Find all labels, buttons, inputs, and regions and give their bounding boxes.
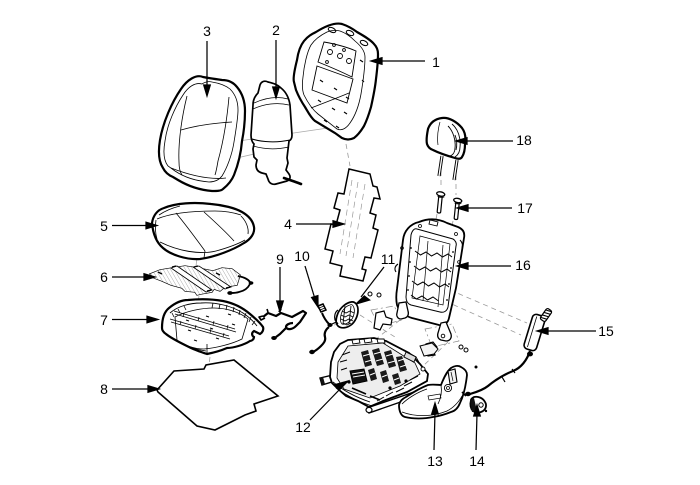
svg-text:4: 4	[284, 216, 292, 232]
svg-text:18: 18	[516, 132, 532, 148]
svg-text:12: 12	[295, 419, 311, 435]
svg-text:8: 8	[100, 381, 108, 397]
svg-text:11: 11	[381, 251, 396, 267]
svg-text:17: 17	[517, 200, 533, 216]
svg-text:2: 2	[272, 22, 280, 38]
svg-text:10: 10	[294, 248, 310, 264]
svg-text:16: 16	[515, 257, 531, 273]
svg-text:9: 9	[276, 251, 284, 267]
svg-text:15: 15	[598, 323, 614, 339]
svg-text:3: 3	[203, 23, 211, 39]
svg-text:14: 14	[469, 453, 485, 469]
svg-text:6: 6	[100, 269, 108, 285]
svg-text:5: 5	[100, 218, 108, 234]
svg-text:7: 7	[100, 312, 108, 328]
svg-text:1: 1	[432, 54, 440, 70]
svg-text:13: 13	[427, 453, 443, 469]
